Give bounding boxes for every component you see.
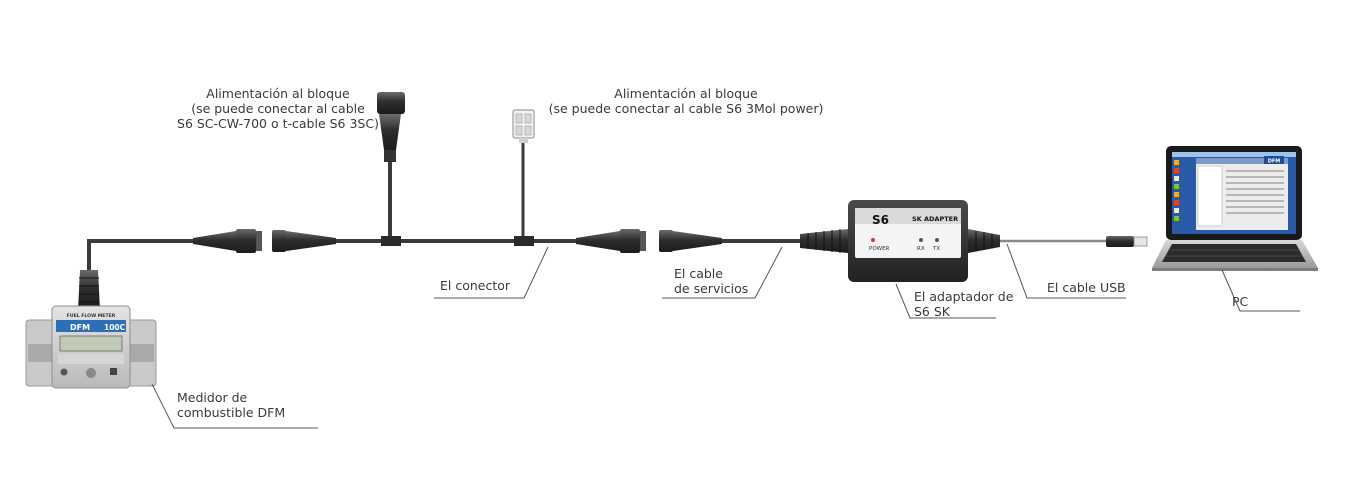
power-led [871,238,875,242]
laptop-corner-logo: DFM [1268,159,1281,165]
usb-plug [1106,236,1134,247]
t-junction-right [514,236,534,246]
adapter-logo: S6 [872,213,889,227]
power-plug-vertical [377,92,405,162]
connector-plug-1a [193,229,262,253]
tx-led-label: TX [932,246,940,252]
label-service-line2: de servicios [674,281,749,296]
label-power-left-line1: Alimentación al bloque [206,86,350,101]
rx-led-label: RX [917,246,925,252]
tx-led [935,238,939,242]
fuel-flow-meter: FUEL FLOW METER DFM 100C [25,305,157,389]
usb-cable [1000,236,1148,247]
meter-model-text: DFM [70,323,90,332]
adapter-title: SK ADAPTER [912,215,958,223]
meter-icon-left [60,368,68,376]
connector-plug-2b [659,230,722,252]
label-power-right-line2: (se puede conectar al cable S6 3Mol powe… [548,101,824,116]
label-usb-cable: El cable USB [1047,280,1126,295]
label-adapter: El adaptador de S6 SK [914,289,1013,319]
label-power-left-line3: S6 SC-CW-700 o t-cable S6 3SC) [177,116,379,131]
meter-lcd [59,335,123,352]
label-meter-line2: combustible DFM [177,405,286,420]
label-power-block-left: Alimentación al bloque (se puede conecta… [128,86,428,131]
label-power-right-line1: Alimentación al bloque [614,86,758,101]
laptop: DFM [1152,146,1318,271]
connector-plug-2a [576,229,646,253]
t-junction-left [381,236,401,246]
label-service-line1: El cable [674,266,723,281]
rx-led [919,238,923,242]
label-meter-line1: Medidor de [177,390,248,405]
label-pc: PC [1232,294,1249,309]
label-connector: El conector [440,278,511,293]
meter-code-text: 100C [104,323,126,332]
meter-header-text: FUEL FLOW METER [67,313,116,319]
main-cable [87,142,805,283]
label-adapter-line2: S6 SK [914,304,950,319]
sk-adapter: S6 SK ADAPTER POWER RX TX [800,200,1000,282]
label-power-left-line2: (se puede conectar al cable [191,101,365,116]
label-meter: Medidor de combustible DFM [177,390,285,420]
meter-button [86,368,96,378]
leader-lines [151,243,1300,429]
power-led-label: POWER [869,246,890,252]
connector-plug-1b [272,230,336,252]
label-power-block-right: Alimentación al bloque (se puede conecta… [520,86,852,116]
molex-plug [512,109,535,143]
meter-icon-right [110,368,117,375]
label-adapter-line1: El adaptador de [914,289,1014,304]
meter-cable-boot [78,270,100,310]
usb-plug-tip [1133,236,1148,247]
label-service-cable: El cable de servicios [674,266,748,296]
